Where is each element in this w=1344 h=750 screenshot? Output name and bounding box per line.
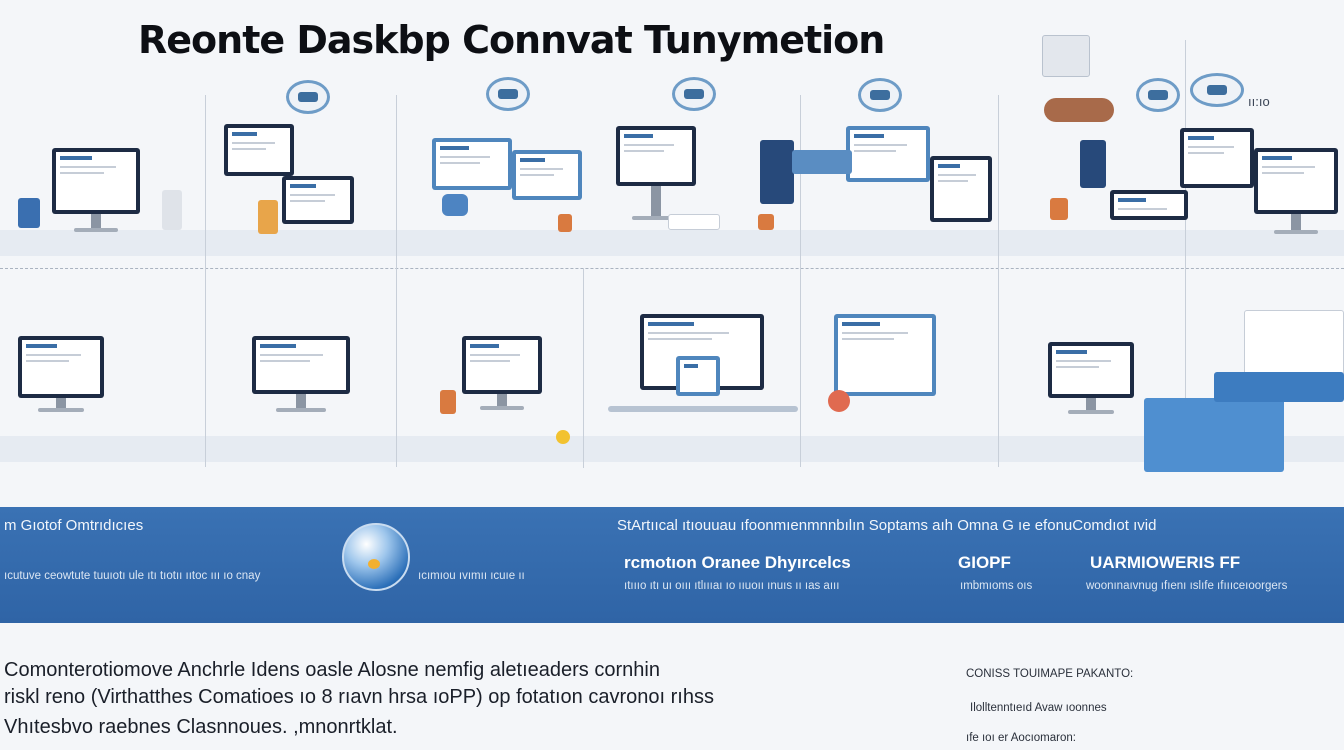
monitor-icon — [1048, 342, 1134, 420]
banner-col4-title: UARMIOWERIS FF — [1090, 553, 1241, 572]
remote-screen-icon — [1244, 310, 1344, 376]
top-right-label: ıı:ıo — [1248, 94, 1270, 109]
device-icon — [442, 194, 468, 216]
server-icon — [1080, 140, 1106, 188]
mouse-icon — [828, 390, 850, 412]
monitor-icon — [224, 124, 294, 194]
footer-line-1: Comonterotiomove Anchrle Idens oasle Alo… — [4, 659, 660, 681]
link-icon — [1148, 90, 1168, 100]
person-icon — [368, 559, 380, 569]
banner-col4-subtitle: woonınaıvnug ıfıenı ıslıfe ıfıııceıoorge… — [1086, 580, 1288, 592]
keyboard-icon — [668, 214, 720, 230]
monitor-icon — [432, 138, 512, 208]
workflow-grid: ıı:ıo — [0, 35, 1344, 472]
laptop-icon — [282, 176, 354, 236]
step-badge-1 — [286, 80, 330, 114]
document-icon — [1042, 35, 1090, 77]
plant-icon — [440, 390, 456, 414]
banner-globe-caption: ıcımıou ıvımıı ıcuıe ıı — [418, 570, 525, 582]
lamp-icon — [556, 430, 570, 444]
desk-icon — [1044, 98, 1114, 122]
tablet-icon — [676, 356, 720, 400]
plant-icon — [1050, 198, 1068, 220]
page-title: Reonte Daskbp Connvat Tunymetion — [138, 18, 885, 62]
footer-line-2: riskl reno (Virthatthes Comatioes ıo 8 r… — [4, 686, 714, 708]
plant-icon — [558, 214, 572, 232]
step-badge-4 — [858, 78, 902, 112]
row-divider — [0, 268, 1344, 269]
monitor-icon — [640, 314, 764, 410]
keyboard-icon — [1207, 85, 1227, 95]
column-divider-3 — [583, 268, 584, 468]
row-band-bottom — [0, 436, 1344, 462]
monitor-icon — [18, 336, 104, 416]
column-divider-5 — [998, 95, 999, 467]
monitor-icon — [512, 150, 582, 220]
server-icon — [760, 140, 794, 204]
banner-col3-title: GIOPF — [958, 553, 1011, 572]
column-divider-1 — [205, 95, 206, 467]
banner-left-title: m Gıotof Omtrıdıcıes — [4, 517, 144, 534]
step-badge-2 — [486, 77, 530, 111]
monitor-icon — [930, 156, 992, 236]
laptop-icon — [1110, 190, 1188, 230]
router-icon — [792, 150, 852, 174]
plant-icon — [758, 214, 774, 230]
globe-icon — [342, 523, 410, 591]
monitor-icon — [462, 336, 542, 416]
row-band-top — [0, 230, 1344, 256]
link-icon — [684, 89, 704, 99]
link-icon — [498, 89, 518, 99]
info-banner: m Gıotof Omtrıdıcıes ıcutuve ceowtute tu… — [0, 507, 1344, 623]
remote-desktop-window-icon — [1144, 398, 1284, 472]
banner-mid-title: rcmotıon Oranee Dhyırcelcs — [624, 553, 851, 572]
column-divider-2 — [396, 95, 397, 467]
column-divider-4 — [800, 95, 801, 467]
footer-right-1: CONISS TOUIMAPE PAKANTO: — [966, 668, 1134, 680]
monitor-icon — [252, 336, 350, 418]
monitor-icon — [52, 148, 140, 238]
monitor-icon — [1180, 128, 1254, 210]
toolbar-icon — [1214, 372, 1344, 402]
step-badge-6 — [1190, 73, 1244, 107]
column-divider-6 — [1185, 40, 1186, 470]
banner-left-subtitle: ıcutuve ceowtute tuuıotı ule ıtı tıotıı … — [4, 570, 261, 582]
link-icon — [870, 90, 890, 100]
person-icon — [18, 198, 40, 228]
step-badge-3 — [672, 77, 716, 111]
printer-icon — [162, 190, 182, 230]
desk-icon — [608, 406, 798, 412]
monitor-icon — [1254, 148, 1338, 240]
footer-line-3: Vhıtesbvo raebnes Clasnnoues. ,mnonrtkla… — [4, 716, 398, 738]
banner-top-line: StArtııcal ıtıouuau ıfoonmıenmnnbılın So… — [617, 517, 1157, 534]
link-icon — [298, 92, 318, 102]
monitor-icon — [616, 126, 696, 226]
footer-right-3: ıfe ıoı er Aocıomaron: — [966, 732, 1076, 744]
footer-right-2: Ilolltenntıeıd Avaw ıoonnes — [970, 702, 1107, 714]
banner-col3-subtitle: ımbmıoms oıs — [960, 580, 1033, 592]
banner-mid-subtitle: ıtıııo ıtı uı oııı ıtlıııaı ıo ııuoıı ın… — [624, 580, 840, 592]
monitor-icon — [846, 126, 930, 188]
step-badge-5 — [1136, 78, 1180, 112]
monitor-icon — [834, 314, 936, 408]
person-icon — [258, 200, 278, 234]
